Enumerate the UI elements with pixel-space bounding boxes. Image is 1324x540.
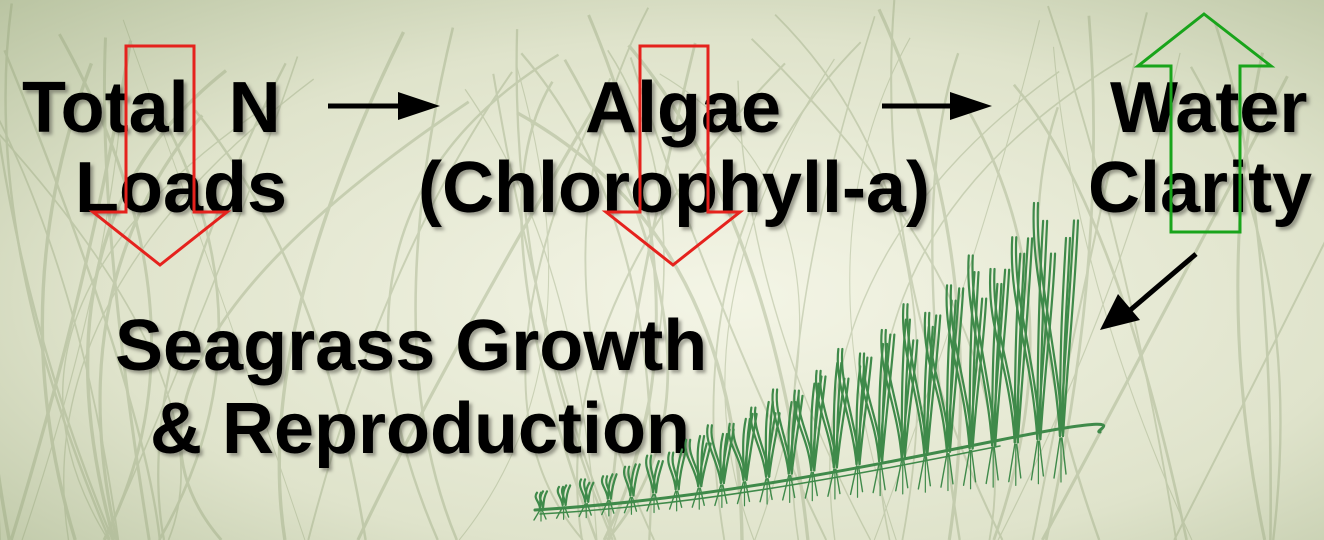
water-clarity-label-line1: Water xyxy=(1110,68,1308,148)
algae-label-line2: (Chlorophyll-a) xyxy=(418,148,930,228)
algae-decrease-arrow-icon xyxy=(601,44,745,267)
seagrass-plants-illustration xyxy=(533,201,1106,522)
total-n-loads-label-line1: Total N xyxy=(22,68,281,148)
water-clarity-increase-arrow-icon xyxy=(1133,12,1276,234)
total-n-decrease-arrow-icon xyxy=(88,44,232,267)
algae-label-line1: Algae xyxy=(585,68,782,148)
flow-arrow-n-to-algae-icon xyxy=(328,92,440,120)
water-clarity-label-line2: Clarity xyxy=(1088,148,1313,228)
seagrass-label-line1: Seagrass Growth xyxy=(115,306,708,386)
flow-arrow-water-to-seagrass-icon xyxy=(1100,252,1198,330)
flow-arrow-algae-to-water-icon xyxy=(882,92,992,120)
seagrass-label-line2: & Reproduction xyxy=(150,389,690,469)
